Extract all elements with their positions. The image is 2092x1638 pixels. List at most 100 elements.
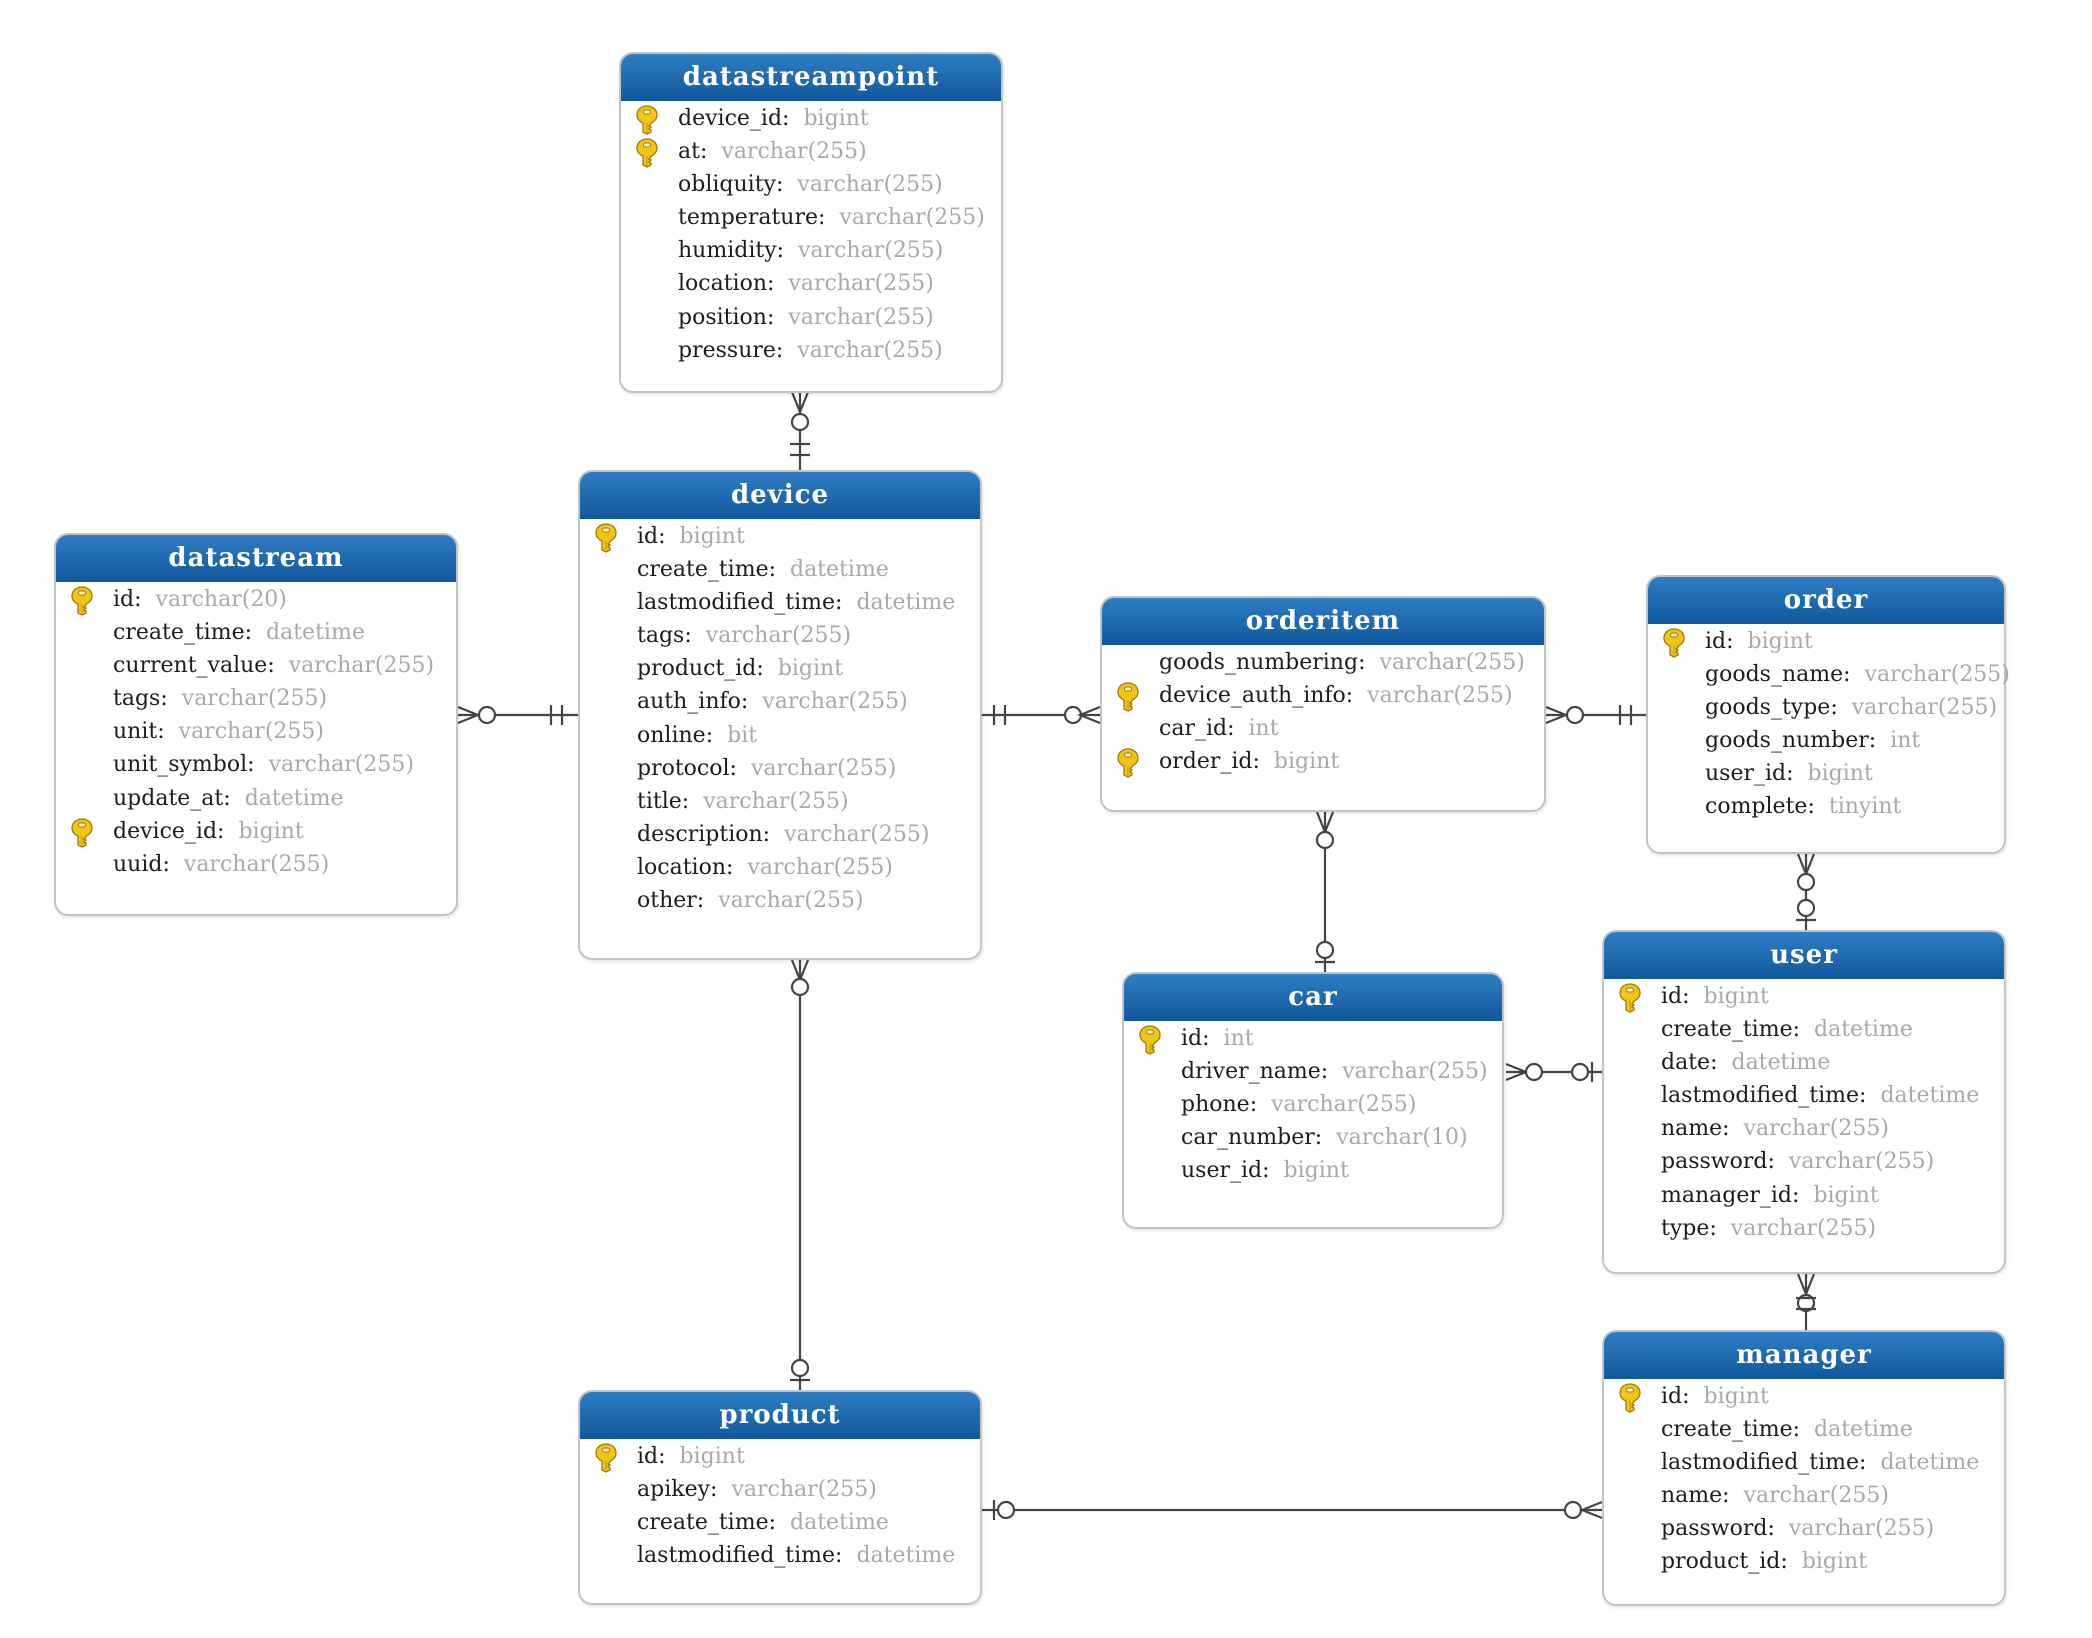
field-row[interactable]: location:varchar(255) (580, 851, 980, 884)
field-row[interactable]: lastmodified_time:datetime (580, 586, 980, 619)
field-row[interactable]: unit:varchar(255) (56, 715, 456, 748)
field-row[interactable]: car_id:int (1102, 712, 1544, 745)
field-row[interactable]: lastmodified_time:datetime (1604, 1079, 2004, 1112)
field-row[interactable]: product_id:bigint (580, 652, 980, 685)
field-row[interactable]: id:varchar(20) (56, 583, 456, 616)
field-row[interactable]: tags:varchar(255) (580, 619, 980, 652)
field-row[interactable]: other:varchar(255) (580, 884, 980, 917)
field-row[interactable]: current_value:varchar(255) (56, 649, 456, 682)
field-row[interactable]: id:bigint (580, 1440, 980, 1473)
field-row[interactable]: create_time:datetime (56, 616, 456, 649)
field-row[interactable]: unit_symbol:varchar(255) (56, 748, 456, 781)
field-name: tags (113, 686, 161, 712)
field-row[interactable]: type:varchar(255) (1604, 1212, 2004, 1245)
field-row[interactable]: name:varchar(255) (1604, 1112, 2004, 1145)
field-row[interactable]: id:bigint (1604, 980, 2004, 1013)
field-name: lastmodified_time (637, 590, 836, 616)
connector-device-orderitem (980, 705, 1101, 725)
field-row[interactable]: password:varchar(255) (1604, 1512, 2004, 1545)
field-name: name (1661, 1483, 1723, 1509)
field-row[interactable]: temperature:varchar(255) (621, 201, 1001, 234)
field-row[interactable]: position:varchar(255) (621, 301, 1001, 334)
field-row[interactable]: at:varchar(255) (621, 135, 1001, 168)
field-type: datetime (266, 620, 365, 646)
field-row[interactable]: device_id:bigint (56, 815, 456, 848)
field-row[interactable]: product_id:bigint (1604, 1545, 2004, 1578)
field-row[interactable]: device_id:bigint (621, 102, 1001, 135)
field-row[interactable]: password:varchar(255) (1604, 1145, 2004, 1178)
field-row[interactable]: id:bigint (1648, 625, 2004, 658)
field-type: varchar(255) (1788, 1149, 1935, 1175)
field-type: varchar(255) (788, 304, 934, 330)
field-row[interactable]: uuid:varchar(255) (56, 848, 456, 881)
field-row[interactable]: create_time:datetime (1604, 1413, 2004, 1446)
field-row[interactable]: id:int (1124, 1022, 1502, 1055)
field-name: location (678, 271, 768, 297)
field-name: user_id (1705, 761, 1787, 787)
field-row[interactable]: complete:tinyint (1648, 790, 2004, 823)
field-name: device_auth_info (1159, 683, 1346, 709)
field-row[interactable]: online:bit (580, 719, 980, 752)
field-row[interactable]: name:varchar(255) (1604, 1479, 2004, 1512)
connector-orderitem-car (1315, 811, 1335, 972)
table-orderitem[interactable]: orderitem goods_numbering:varchar(255)de… (1100, 596, 1546, 812)
field-row[interactable]: goods_number:int (1648, 724, 2004, 757)
field-separator: : (835, 590, 843, 616)
field-row[interactable]: update_at:datetime (56, 782, 456, 815)
table-title: order (1648, 577, 2004, 624)
field-row[interactable]: auth_info:varchar(255) (580, 685, 980, 718)
field-row[interactable]: obliquity:varchar(255) (621, 168, 1001, 201)
field-row[interactable]: order_id:bigint (1102, 745, 1544, 779)
field-row[interactable]: driver_name:varchar(255) (1124, 1055, 1502, 1088)
table-title: car (1124, 974, 1502, 1021)
field-row[interactable]: apikey:varchar(255) (580, 1473, 980, 1506)
primary-key-icon (1139, 1025, 1161, 1055)
field-name: uuid (113, 851, 163, 877)
field-row[interactable]: humidity:varchar(255) (621, 234, 1001, 267)
table-datastream[interactable]: datastream id:varchar(20)create_time:dat… (54, 533, 458, 916)
field-row[interactable]: goods_numbering:varchar(255) (1102, 646, 1544, 679)
connector-device-product (790, 959, 810, 1390)
field-row[interactable]: goods_name:varchar(255) (1648, 658, 2010, 691)
field-row[interactable]: id:bigint (1604, 1380, 2004, 1413)
field-row[interactable]: create_time:datetime (580, 1506, 980, 1539)
field-row[interactable]: goods_type:varchar(255) (1648, 691, 2004, 724)
field-row[interactable]: device_auth_info:varchar(255) (1102, 679, 1544, 712)
field-row[interactable]: user_id:bigint (1648, 757, 2004, 790)
field-separator: : (1780, 1549, 1788, 1575)
field-separator: : (775, 337, 784, 363)
field-row[interactable]: lastmodified_time:datetime (580, 1539, 980, 1572)
field-row[interactable]: manager_id:bigint (1604, 1179, 2004, 1212)
field-row[interactable]: protocol:varchar(255) (580, 752, 980, 785)
field-row[interactable]: location:varchar(255) (621, 267, 1001, 300)
field-row[interactable]: title:varchar(255) (580, 785, 980, 818)
field-row[interactable]: lastmodified_time:datetime (1604, 1446, 2004, 1479)
field-row[interactable]: create_time:datetime (580, 553, 980, 586)
field-name: manager_id (1661, 1182, 1793, 1208)
connector-car-user (1505, 1062, 1602, 1082)
field-row[interactable]: pressure:varchar(255) (621, 334, 1001, 367)
field-row[interactable]: id:bigint (580, 520, 980, 553)
field-row[interactable]: user_id:bigint (1124, 1154, 1502, 1187)
field-row[interactable]: tags:varchar(255) (56, 682, 456, 715)
field-type: varchar(255) (1851, 695, 1998, 721)
field-row[interactable]: date:datetime (1604, 1046, 2004, 1079)
field-row[interactable]: car_number:varchar(10) (1124, 1121, 1502, 1154)
field-type: varchar(255) (1367, 683, 1513, 709)
field-row[interactable]: phone:varchar(255) (1124, 1088, 1502, 1121)
field-type: bigint (238, 818, 304, 844)
field-row[interactable]: create_time:datetime (1604, 1013, 2004, 1046)
field-row[interactable]: description:varchar(255) (580, 818, 980, 851)
field-type: bigint (803, 106, 869, 131)
field-separator: : (160, 686, 168, 712)
